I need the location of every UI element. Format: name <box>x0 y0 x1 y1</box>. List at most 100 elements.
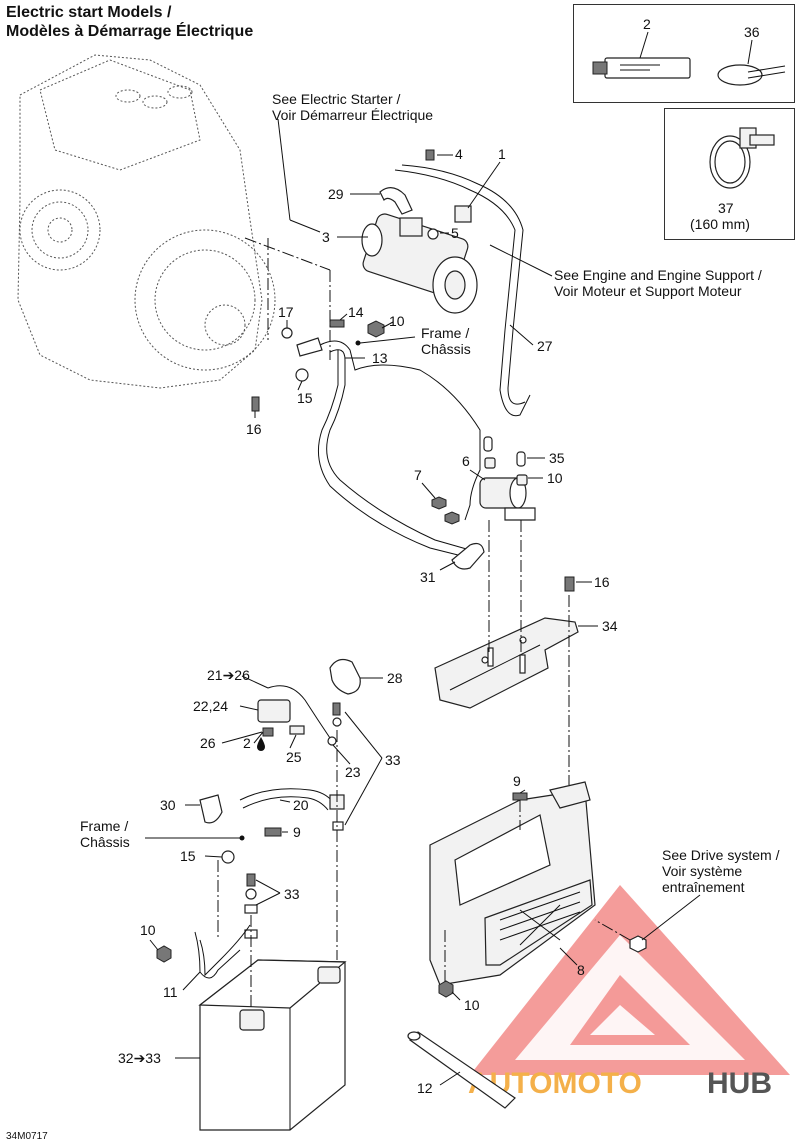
boot-30 <box>199 794 223 824</box>
note-frame-bottom-line-1: Frame / <box>80 818 128 834</box>
fuse-harness <box>257 685 337 746</box>
callout-4: 4 <box>455 146 463 162</box>
callout-37: 37 <box>718 200 734 216</box>
callout-26: 26 <box>200 735 216 751</box>
callout-6: 6 <box>462 453 470 469</box>
liquid-drop-icon <box>257 737 265 751</box>
watermark-logo <box>470 885 790 1075</box>
note-starter-line-1: See Electric Starter / <box>272 91 400 107</box>
callout-33b: 33 <box>284 886 300 902</box>
consumables-box <box>573 4 795 103</box>
note-drive-line-3: entraînement <box>662 879 745 895</box>
callout-33a: 33 <box>385 752 401 768</box>
callout-17: 17 <box>278 304 294 320</box>
battery-box <box>429 781 596 986</box>
bolt-9b <box>512 792 528 801</box>
note-frame-bottom-line-2: Châssis <box>80 834 130 850</box>
cable-27-outline <box>394 169 531 417</box>
diagram-title: Electric start Models / Modèles à Démarr… <box>6 3 253 41</box>
engine-ghost <box>17 54 276 389</box>
boot-31 <box>451 542 485 570</box>
title-line-1: Electric start Models / <box>6 4 172 21</box>
callout-10d: 10 <box>464 997 480 1013</box>
hose-clamp <box>709 127 775 189</box>
callout-9b: 9 <box>513 773 521 789</box>
starter-solenoid <box>479 457 536 521</box>
callout-2: 2 <box>643 16 651 32</box>
bolt-33a <box>332 702 341 716</box>
callout-16a: 16 <box>246 421 262 437</box>
note-frame-top-line-2: Châssis <box>421 341 471 357</box>
callout-11: 11 <box>163 984 178 1000</box>
callout-28: 28 <box>387 670 403 686</box>
grease-tube <box>592 57 691 79</box>
bolt-16a <box>251 396 260 412</box>
note-engine-line-1: See Engine and Engine Support / <box>554 267 762 283</box>
callout-10a: 10 <box>389 313 405 329</box>
callout-12: 12 <box>417 1080 433 1096</box>
callout-25: 25 <box>286 749 302 765</box>
callout-36: 36 <box>744 24 760 40</box>
callout-35: 35 <box>549 450 565 466</box>
bolt-4 <box>425 149 435 161</box>
nut-7b <box>444 511 460 525</box>
callout-3: 3 <box>322 229 330 245</box>
callout-10c: 10 <box>140 922 156 938</box>
solenoid-bracket <box>434 617 579 709</box>
callout-2-drop: 2 <box>243 735 251 751</box>
battery <box>198 959 347 1131</box>
tie-wrap <box>717 64 786 86</box>
callout-22-24: 22,24 <box>193 698 228 714</box>
callout-32-33: 32➔33 <box>118 1050 161 1066</box>
callout-13: 13 <box>372 350 388 366</box>
washer-17 <box>281 327 293 339</box>
callout-1: 1 <box>498 146 506 162</box>
washer-33a <box>332 717 342 727</box>
bolt-16b <box>564 576 575 592</box>
note-drive-line-1: See Drive system / <box>662 847 780 863</box>
bolt-9a <box>264 827 282 837</box>
callout-23: 23 <box>345 764 361 780</box>
watermark-text-hub: HUB <box>707 1067 772 1100</box>
callout-16b: 16 <box>594 574 610 590</box>
callout-27: 27 <box>537 338 553 354</box>
cable-11 <box>199 924 251 977</box>
title-line-2: Modèles à Démarrage Électrique <box>6 23 254 40</box>
callout-30: 30 <box>160 797 176 813</box>
callout-9a: 9 <box>293 824 301 840</box>
bolt-33c <box>246 873 256 887</box>
cable-clip-1 <box>454 205 472 223</box>
washer-15b <box>221 850 235 864</box>
callout-31: 31 <box>420 569 436 585</box>
note-engine-line-2: Voir Moteur et Support Moteur <box>554 283 742 299</box>
cap-35a <box>483 436 493 452</box>
callout-7: 7 <box>414 467 422 483</box>
nut-10d <box>438 980 454 998</box>
callout-15b: 15 <box>180 848 196 864</box>
callout-14: 14 <box>348 304 364 320</box>
cable-29 <box>379 187 413 215</box>
callout-34: 34 <box>602 618 618 634</box>
washer-33c <box>245 888 257 900</box>
callout-29: 29 <box>328 186 344 202</box>
nut-10c <box>156 945 172 963</box>
note-frame-top-line-1: Frame / <box>421 325 469 341</box>
nut-10a <box>367 320 385 338</box>
nut-7 <box>431 496 447 510</box>
note-drive-line-2: Voir système <box>662 863 742 879</box>
drawing-code: 34M0717 <box>6 1131 48 1142</box>
callout-21-26: 21➔26 <box>207 667 250 683</box>
callout-15a: 15 <box>297 390 313 406</box>
washer-15a <box>295 368 309 382</box>
callout-20: 20 <box>293 797 309 813</box>
callout-5: 5 <box>451 225 459 241</box>
electric-starter <box>361 213 478 314</box>
washer-5 <box>427 228 439 240</box>
cap-35b <box>516 451 526 467</box>
note-size-37: (160 mm) <box>690 216 750 232</box>
washer-33d <box>244 904 258 914</box>
note-starter-line-2: Voir Démarreur Électrique <box>272 107 433 123</box>
washer-33b <box>332 821 344 831</box>
terminal-17 <box>296 337 323 357</box>
